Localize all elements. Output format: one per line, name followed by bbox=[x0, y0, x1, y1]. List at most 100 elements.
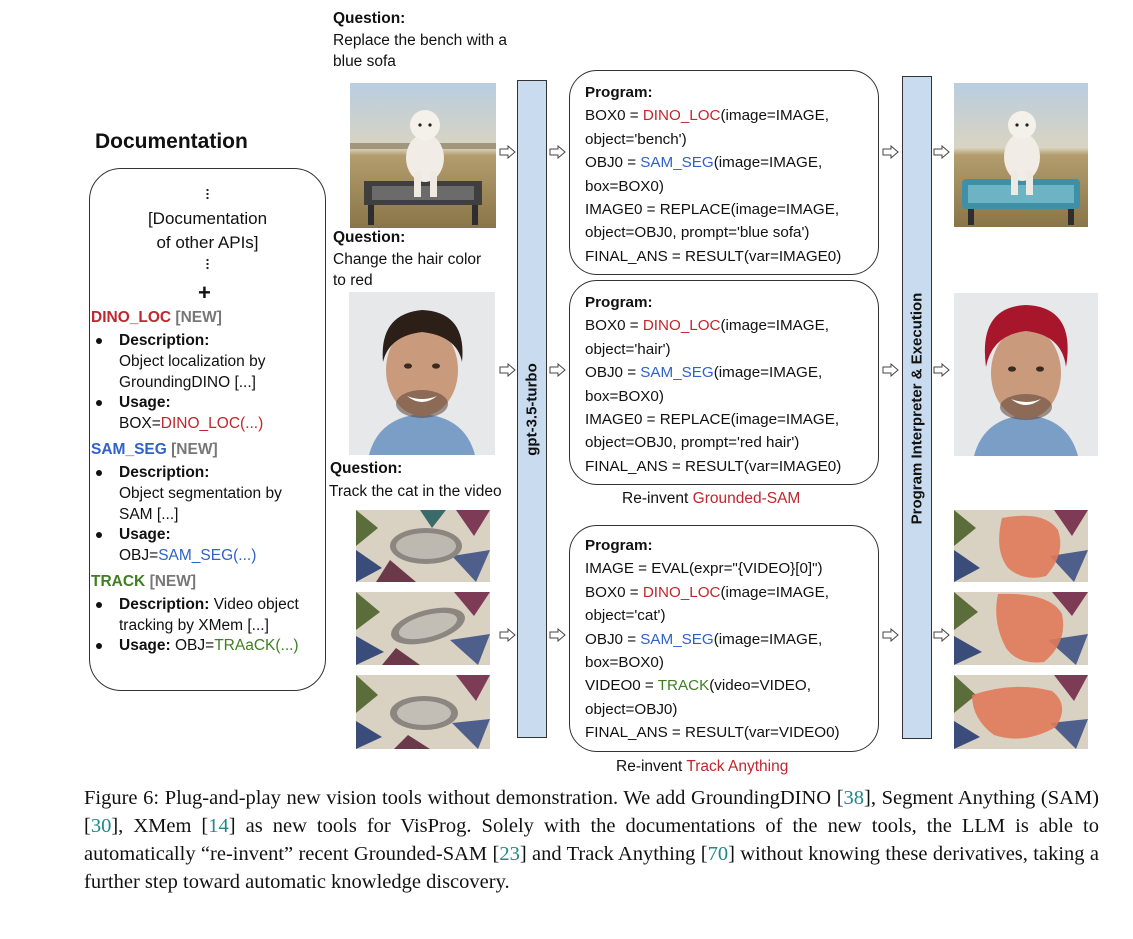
program-line: OBJ0 = SAM_SEG(image=IMAGE, bbox=[585, 364, 823, 382]
usage-prefix: OBJ= bbox=[119, 547, 159, 564]
program-line: object='cat') bbox=[585, 607, 666, 625]
llm-label: gpt-3.5-turbo bbox=[523, 363, 541, 456]
arrow-right-icon bbox=[499, 628, 516, 642]
api-sam-seg-usage: Usage: OBJ=SAM_SEG(...) bbox=[96, 524, 257, 566]
program-box-2: Program: BOX0 = DINO_LOC(image=IMAGE, ob… bbox=[569, 280, 879, 485]
question-3-text: Track the cat in the video bbox=[329, 483, 502, 500]
program-line: box=BOX0) bbox=[585, 177, 664, 195]
output-image-dog-sofa bbox=[954, 83, 1088, 227]
description-label: Description: bbox=[119, 464, 210, 481]
description-label: Description: bbox=[119, 332, 210, 349]
api-sam-seg-description: Description: Object segmentation by SAM … bbox=[96, 462, 282, 525]
program-line: box=BOX0) bbox=[585, 654, 664, 672]
usage-label: Usage: bbox=[119, 637, 171, 654]
vertical-ellipsis-icon bbox=[206, 188, 209, 200]
output-image-red-hair bbox=[954, 293, 1098, 456]
program-title: Program: bbox=[585, 84, 653, 101]
plus-icon: + bbox=[198, 280, 211, 305]
usage-call: DINO_LOC(...) bbox=[160, 415, 264, 432]
figure-caption: Figure 6: Plug-and-play new vision tools… bbox=[84, 787, 1100, 893]
arrow-right-icon bbox=[499, 363, 516, 377]
input-video-frame-3 bbox=[356, 675, 490, 749]
other-apis-line1: [Documentation bbox=[147, 209, 268, 228]
api-sam-seg-heading: SAM_SEG [NEW] bbox=[91, 441, 218, 459]
api-dino-loc-usage: Usage: BOX=DINO_LOC(...) bbox=[96, 392, 264, 434]
description-text: SAM [...] bbox=[119, 506, 179, 523]
new-tag: [NEW] bbox=[149, 573, 197, 590]
program-line: object=OBJ0, prompt='blue sofa') bbox=[585, 224, 810, 242]
input-video-frame-2 bbox=[356, 592, 490, 665]
usage-label: Usage: bbox=[119, 394, 171, 411]
api-track-description: Description: Video object tracking by XM… bbox=[96, 594, 299, 636]
input-image-man-face bbox=[349, 292, 495, 455]
arrow-right-icon bbox=[882, 363, 899, 377]
question-2-label: Question: bbox=[333, 229, 406, 246]
question-1-label: Question: bbox=[333, 10, 406, 27]
api-name: DINO_LOC bbox=[91, 309, 172, 326]
program-line: FINAL_ANS = RESULT(var=VIDEO0) bbox=[585, 724, 840, 742]
description-text: Object localization by bbox=[119, 353, 266, 370]
program-line: FINAL_ANS = RESULT(var=IMAGE0) bbox=[585, 247, 842, 265]
usage-label: Usage: bbox=[119, 526, 171, 543]
citation-link[interactable]: 14 bbox=[208, 815, 229, 837]
program-line: IMAGE0 = REPLACE(image=IMAGE, bbox=[585, 411, 840, 429]
citation-link[interactable]: 70 bbox=[707, 843, 729, 865]
api-track-heading: TRACK [NEW] bbox=[91, 573, 196, 591]
citation-link[interactable]: 38 bbox=[843, 787, 865, 809]
usage-prefix: OBJ= bbox=[175, 637, 215, 654]
usage-call: TRAaCK(...) bbox=[214, 637, 299, 654]
api-dino-loc-heading: DINO_LOC [NEW] bbox=[91, 309, 222, 327]
question-3-label: Question: bbox=[330, 460, 403, 477]
output-video-frame-1 bbox=[954, 510, 1088, 582]
program-line: VIDEO0 = TRACK(video=VIDEO, bbox=[585, 677, 811, 695]
arrow-right-icon bbox=[882, 628, 899, 642]
program-line: IMAGE0 = REPLACE(image=IMAGE, bbox=[585, 201, 840, 219]
vertical-ellipsis-icon bbox=[206, 258, 209, 270]
reinvent-grounded-sam: Re-invent Grounded-SAM bbox=[622, 490, 801, 507]
citation-link[interactable]: 23 bbox=[499, 843, 520, 865]
api-name: TRACK bbox=[91, 573, 146, 590]
program-line: object='bench') bbox=[585, 130, 687, 148]
executor-bar bbox=[902, 76, 932, 739]
description-text: tracking by XMem [...] bbox=[119, 617, 269, 634]
llm-bar bbox=[517, 80, 547, 738]
arrow-right-icon bbox=[549, 628, 566, 642]
reinvent-track-anything: Re-invent Track Anything bbox=[616, 758, 789, 775]
new-tag: [NEW] bbox=[175, 309, 222, 326]
arrow-right-icon bbox=[499, 145, 516, 159]
program-box-1: Program: BOX0 = DINO_LOC(image=IMAGE, ob… bbox=[569, 70, 879, 275]
program-line: BOX0 = DINO_LOC(image=IMAGE, bbox=[585, 107, 829, 125]
program-line: BOX0 = DINO_LOC(image=IMAGE, bbox=[585, 583, 829, 601]
input-video-frame-1 bbox=[356, 510, 490, 582]
arrow-right-icon bbox=[933, 363, 950, 377]
program-line: FINAL_ANS = RESULT(var=IMAGE0) bbox=[585, 457, 842, 475]
arrow-right-icon bbox=[549, 145, 566, 159]
program-line: OBJ0 = SAM_SEG(image=IMAGE, bbox=[585, 630, 823, 648]
arrow-right-icon bbox=[549, 363, 566, 377]
new-tag: [NEW] bbox=[171, 441, 218, 458]
executor-label: Program Interpreter & Execution bbox=[908, 292, 926, 525]
documentation-box bbox=[89, 168, 326, 691]
program-line: IMAGE = EVAL(expr="{VIDEO}[0]") bbox=[585, 560, 823, 578]
program-line: OBJ0 = SAM_SEG(image=IMAGE, bbox=[585, 154, 823, 172]
description-text: GroundingDINO [...] bbox=[119, 374, 256, 391]
arrow-right-icon bbox=[933, 145, 950, 159]
arrow-right-icon bbox=[933, 628, 950, 642]
program-line: BOX0 = DINO_LOC(image=IMAGE, bbox=[585, 317, 829, 335]
api-track-usage: Usage: OBJ=TRAaCK(...) bbox=[96, 635, 299, 656]
arrow-right-icon bbox=[882, 145, 899, 159]
documentation-title: Documentation bbox=[95, 130, 248, 153]
api-dino-loc-description: Description: Object localization by Grou… bbox=[96, 330, 266, 393]
description-label: Description: bbox=[119, 596, 210, 613]
api-name: SAM_SEG bbox=[91, 441, 167, 458]
program-line: object='hair') bbox=[585, 340, 671, 358]
citation-link[interactable]: 30 bbox=[90, 815, 112, 837]
description-text: Video object bbox=[213, 596, 299, 613]
program-line: object=OBJ0) bbox=[585, 700, 678, 718]
usage-call: SAM_SEG(...) bbox=[158, 547, 257, 564]
program-line: box=BOX0) bbox=[585, 387, 664, 405]
output-video-frame-3 bbox=[954, 675, 1088, 749]
usage-prefix: BOX= bbox=[119, 415, 161, 432]
